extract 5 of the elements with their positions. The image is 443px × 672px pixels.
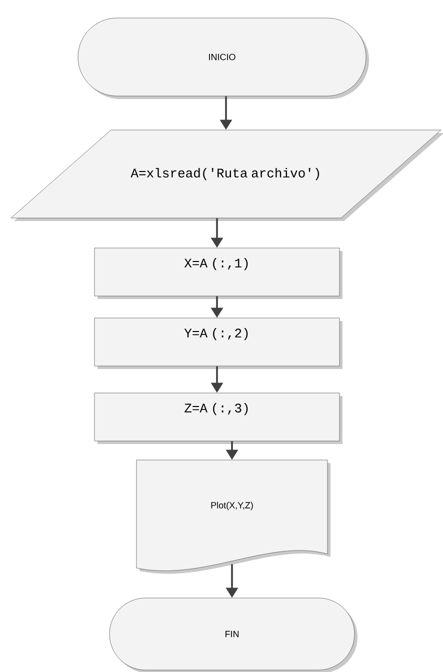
process-box: Y=A (:,2) <box>94 318 342 369</box>
process-box: X=A (:,1) <box>94 248 342 299</box>
input-parallelogram: A=xlsread('Ruta archivo') <box>10 130 443 221</box>
process-box: Z=A (:,3) <box>94 392 342 444</box>
terminal-oval: FIN <box>109 598 358 672</box>
